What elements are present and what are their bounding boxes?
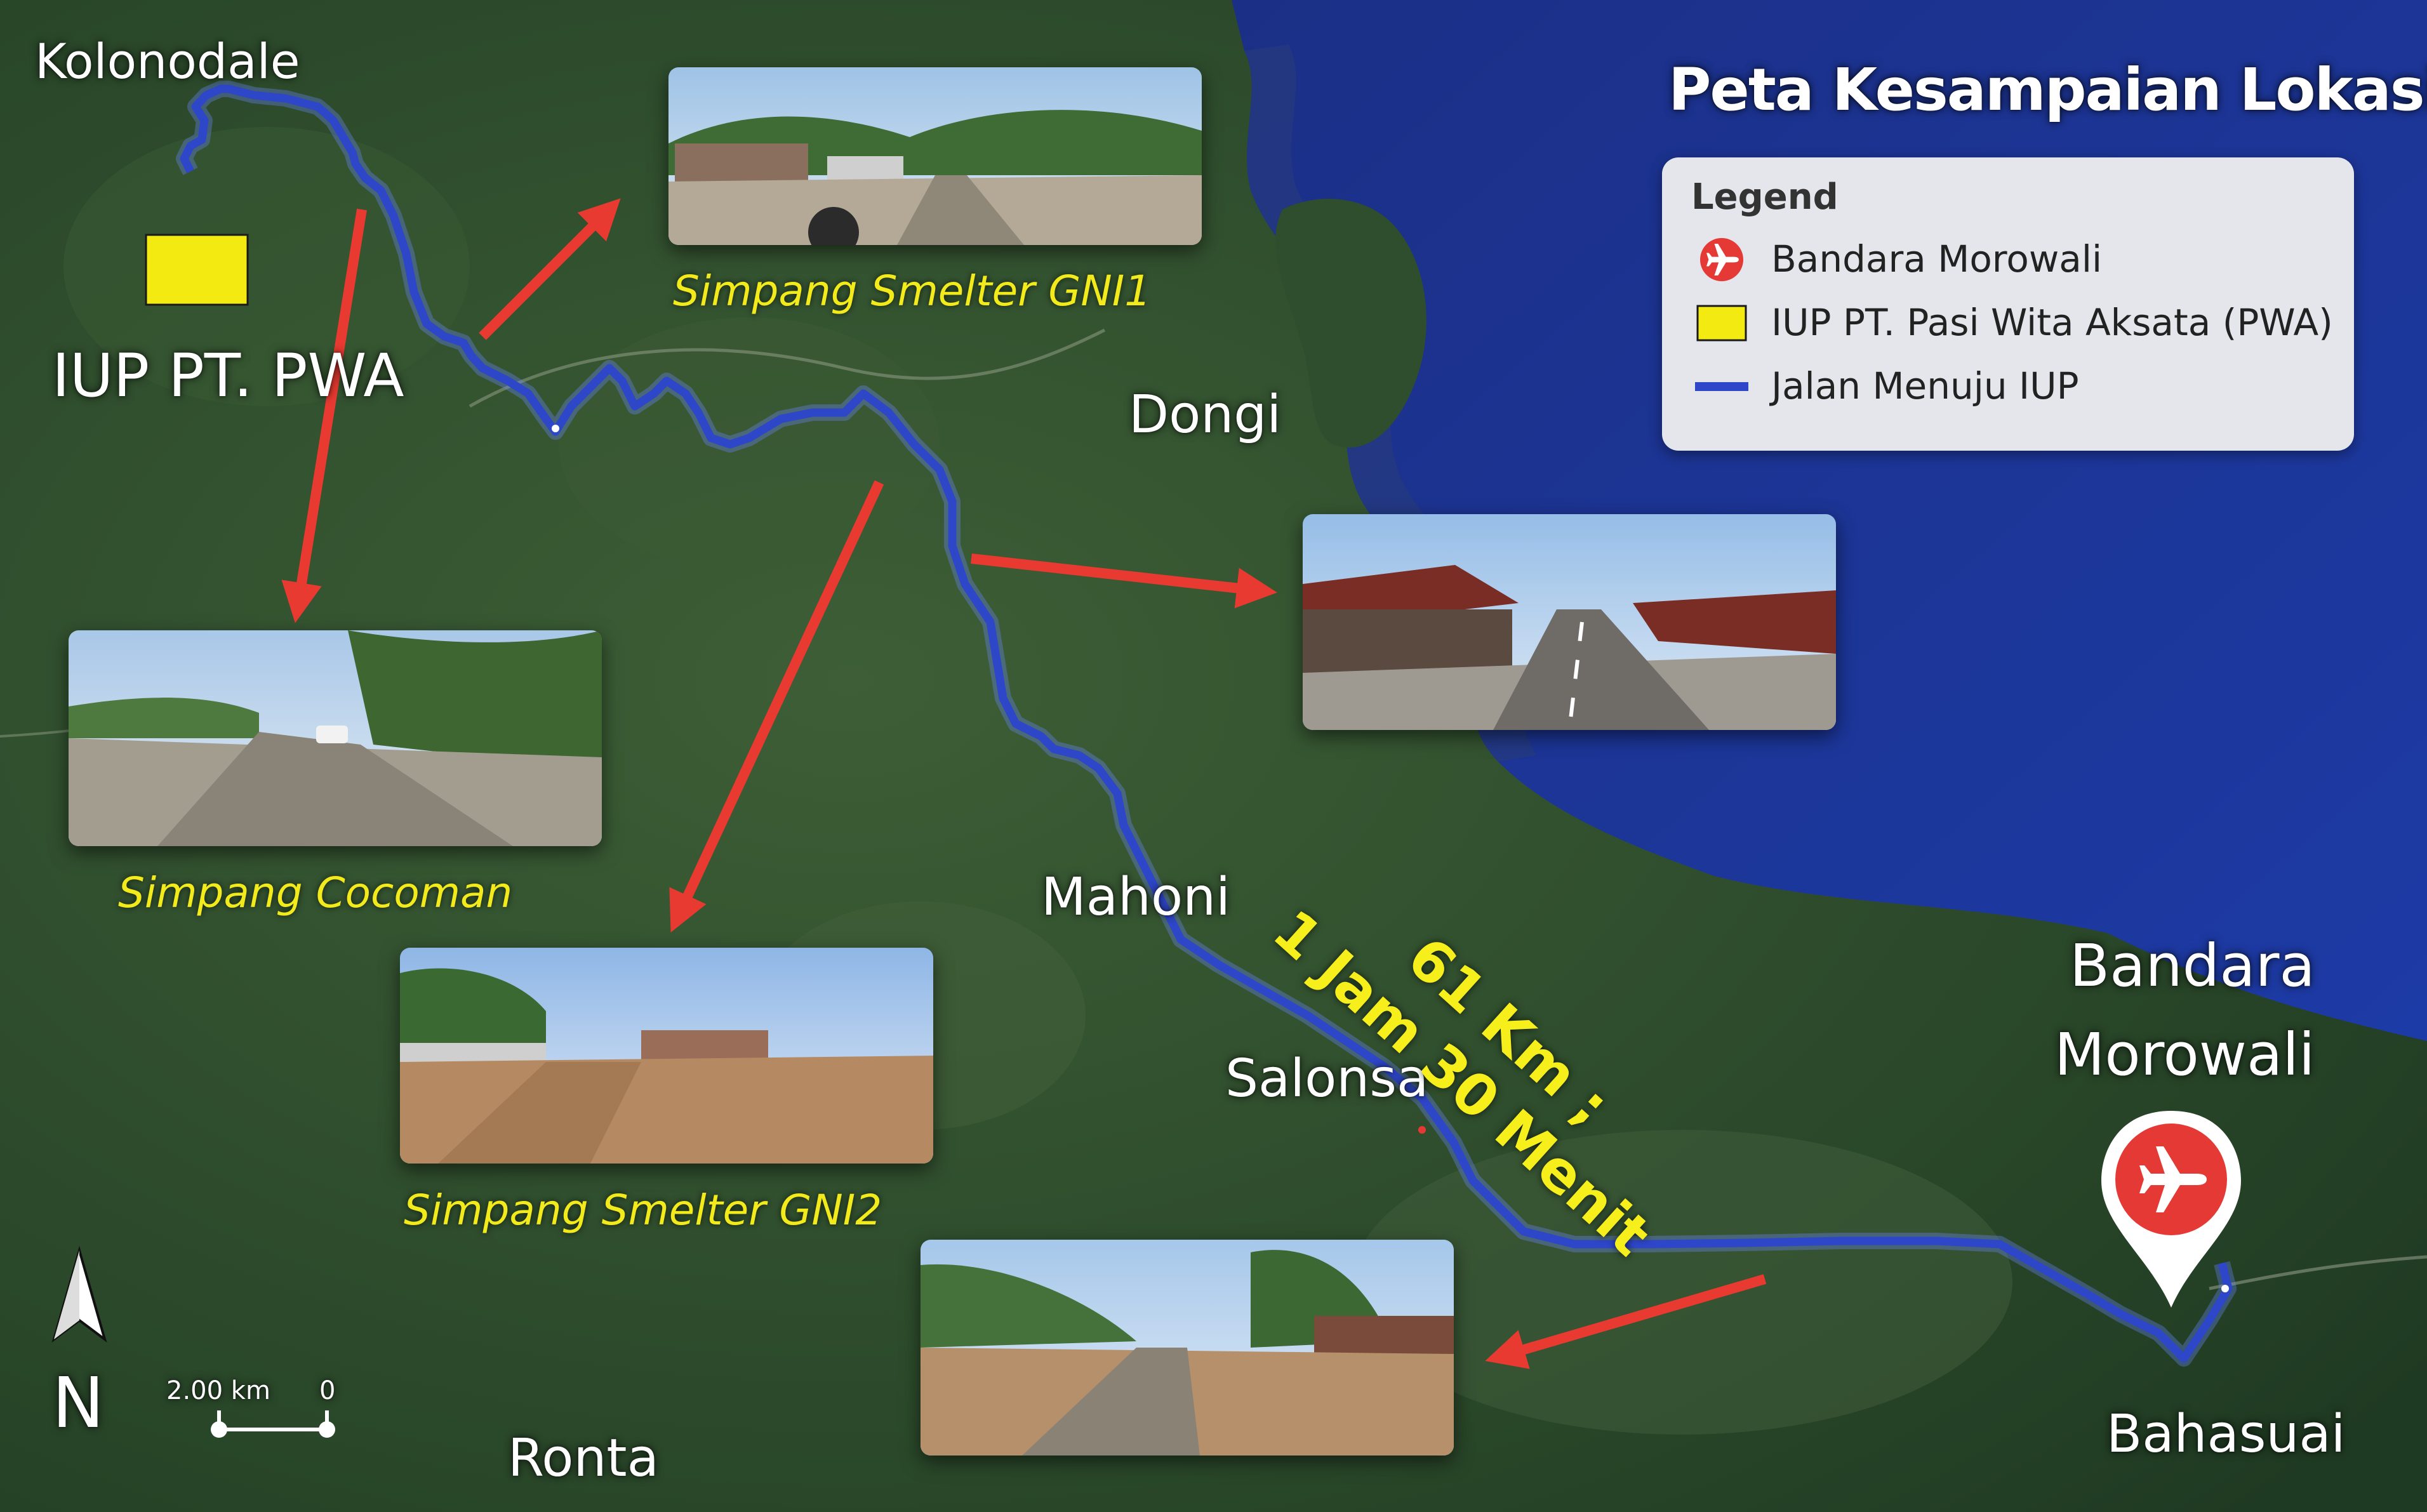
street-photo: [668, 67, 1202, 245]
scale-label-left: 2.00 km: [166, 1376, 270, 1405]
pointer-arrow-cocoman: [281, 208, 367, 623]
airplane-icon: [2139, 1146, 2207, 1212]
place-label-iup: IUP PT. PWA: [52, 342, 404, 411]
route-red-point: [1418, 1126, 1426, 1134]
route-line-swatch: [1691, 364, 1752, 409]
photo-dongi[interactable]: [1303, 514, 1836, 730]
pointer-arrow-gni1: [479, 198, 621, 340]
pointer-arrow-gni2: [669, 480, 884, 933]
place-label-salonsa: Salonsa: [1225, 1049, 1429, 1109]
legend-label-route: Jalan Menuju IUP: [1771, 364, 2079, 408]
place-label-ronta: Ronta: [508, 1428, 659, 1489]
legend-item-airport: Bandara Morowali: [1685, 229, 2345, 289]
place-label-bandara-line2: Morowali: [2054, 1021, 2315, 1089]
place-label-bahasuai: Bahasuai: [2106, 1404, 2346, 1464]
pointer-arrow-salonsa: [1485, 1274, 1767, 1369]
caption-gni1: Simpang Smelter GNI1: [673, 267, 1152, 315]
scale-bar: [211, 1410, 335, 1438]
route-waypoint: [2221, 1285, 2229, 1292]
minor-road: [469, 328, 1106, 408]
peninsula: [1275, 199, 1426, 448]
terrain-patch: [63, 127, 470, 406]
place-label-kolonodale: Kolonodale: [35, 33, 300, 90]
minor-road: [2209, 1255, 2427, 1290]
legend-title: Legend: [1691, 176, 1839, 218]
caption-gni2: Simpang Smelter GNI2: [404, 1186, 882, 1235]
airport-marker[interactable]: [2101, 1111, 2241, 1308]
street-photo: [69, 630, 602, 846]
photo-simpang-smelter-gni2[interactable]: [400, 948, 933, 1164]
terrain-patch: [559, 317, 940, 571]
legend-label-iup: IUP PT. Pasi Wita Aksata (PWA): [1771, 301, 2333, 344]
street-photo: [921, 1240, 1454, 1456]
legend-label-airport: Bandara Morowali: [1771, 237, 2103, 281]
photo-simpang-cocoman[interactable]: [69, 630, 602, 846]
route-path: [180, 84, 2233, 1363]
legend-item-iup: IUP PT. Pasi Wita Aksata (PWA): [1685, 292, 2345, 353]
north-letter: N: [52, 1362, 105, 1443]
iup-area-swatch: [1691, 301, 1752, 345]
street-photo: [1303, 514, 1836, 730]
photo-simpang-smelter-gni1[interactable]: [668, 67, 1202, 245]
route-waypoint: [552, 425, 559, 432]
north-arrow-icon: [51, 1245, 107, 1343]
street-photo: [400, 948, 933, 1164]
place-label-bandara-line1: Bandara: [2070, 932, 2315, 1000]
iup-area[interactable]: [145, 234, 249, 306]
pointer-arrow-dongi: [971, 554, 1277, 609]
photo-salonsa[interactable]: [921, 1240, 1454, 1456]
airport-icon: [1691, 237, 1752, 282]
map-legend: Legend Bandara Morowali IUP PT. Pasi Wit…: [1662, 157, 2354, 451]
scale-label-right: 0: [319, 1376, 336, 1405]
legend-item-route: Jalan Menuju IUP: [1685, 355, 2345, 416]
map-title: Peta Kesampaian Lokasi: [1668, 56, 2427, 124]
place-label-dongi: Dongi: [1129, 385, 1282, 445]
place-label-mahoni: Mahoni: [1041, 867, 1230, 927]
caption-cocoman: Simpang Cocoman: [118, 868, 513, 917]
